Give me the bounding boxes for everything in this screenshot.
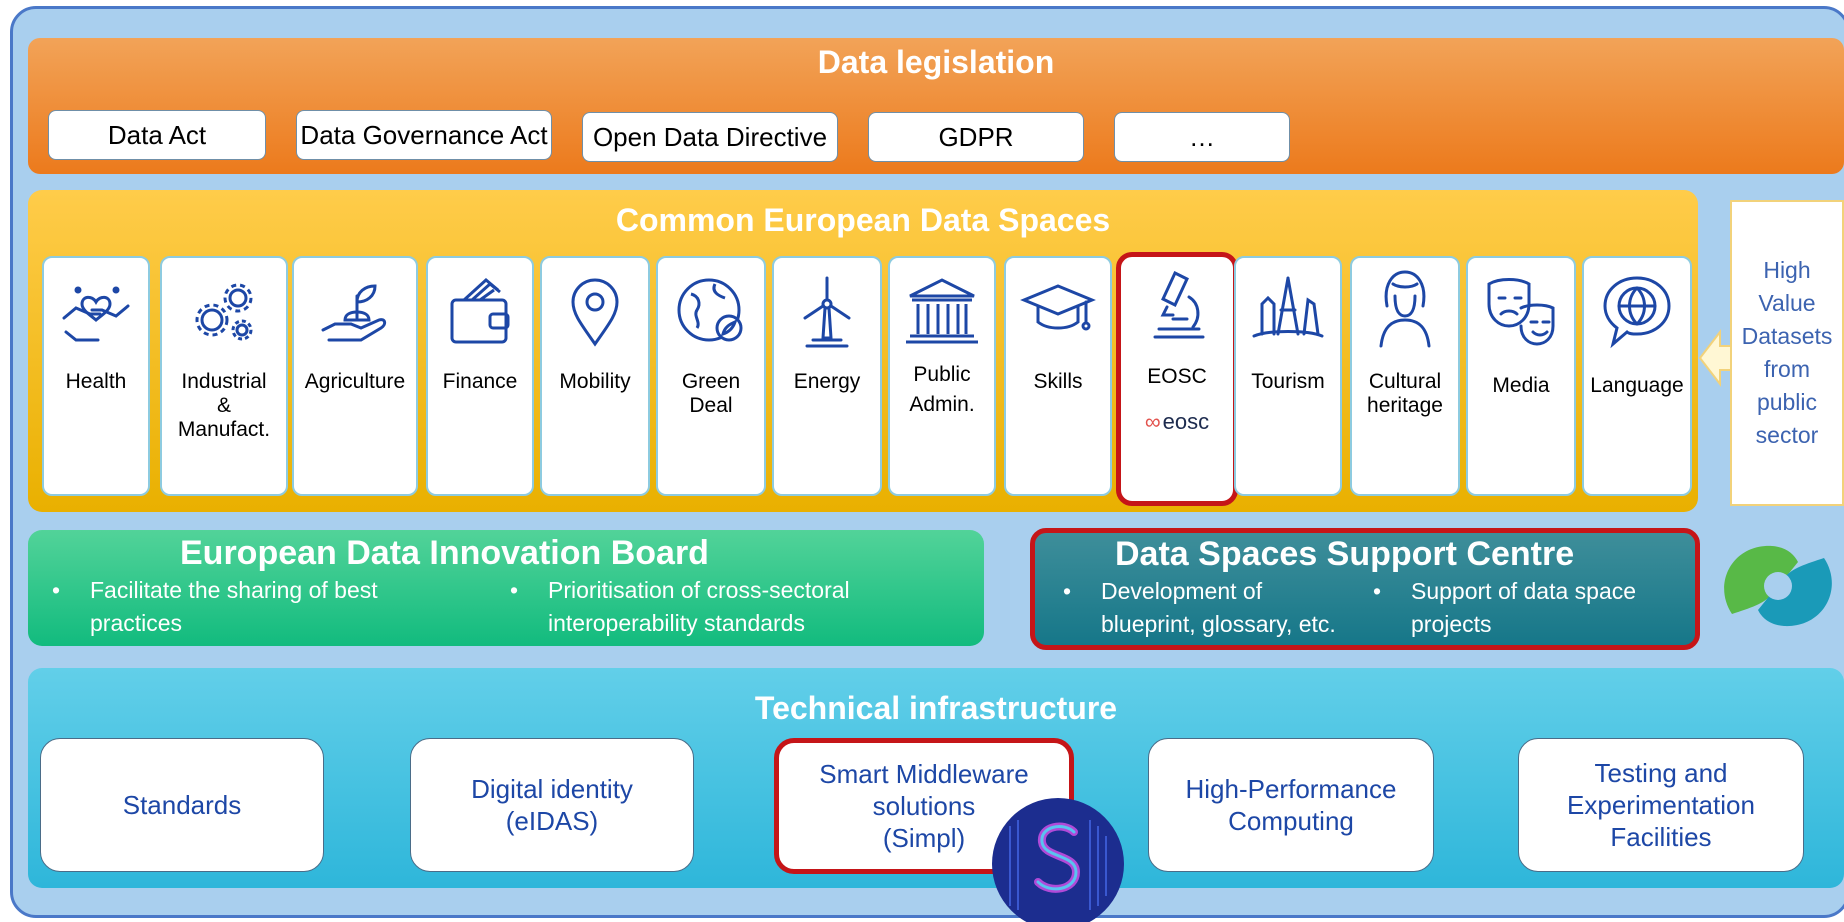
dssc-box: Data Spaces Support Centre •Development … (1030, 528, 1700, 650)
tech-item-standards: Standards (40, 738, 324, 872)
simpl-logo-icon (992, 798, 1124, 922)
high-value-datasets-text: High Value Datasets from public sector (1741, 257, 1833, 448)
data-legislation-title: Data legislation (817, 44, 1055, 80)
tile-industrial: Industrial & Manufact. (160, 256, 288, 496)
tech-item-hpc: High-Performance Computing (1148, 738, 1434, 872)
tech-item-simpl: Smart Middleware solutions (Simpl) (774, 738, 1074, 874)
tile-tourism: Tourism (1234, 256, 1342, 496)
heart-hands-icon (62, 286, 130, 342)
tech-item-testing-facilities: Testing and Experimentation Facilities (1518, 738, 1804, 872)
tile-label-mobility: Mobility (559, 370, 631, 393)
legislation-item-gdpr: GDPR (868, 112, 1084, 162)
tile-label-skills: Skills (1033, 370, 1083, 393)
tile-label-eosc: EOSC (1147, 365, 1207, 388)
bullet-dot: • (1373, 578, 1382, 604)
microscope-icon (1153, 270, 1205, 339)
public-building-icon (906, 278, 978, 344)
edib-title: European Data Innovation Board (180, 534, 709, 572)
edib-box: European Data Innovation Board •Facilita… (28, 530, 984, 646)
tile-skills: Skills (1004, 256, 1112, 496)
theater-masks-icon (1487, 278, 1555, 346)
wallet-icon (450, 278, 510, 344)
edib-bullet-1: •Facilitate the sharing of best practice… (52, 574, 378, 640)
gears-icon (195, 283, 253, 341)
tile-label-health: Health (65, 370, 127, 393)
tile-public-admin: Public Admin. (888, 256, 996, 496)
tile-energy: Energy (772, 256, 882, 496)
plant-hand-icon (321, 284, 387, 342)
high-value-datasets-box: High Value Datasets from public sector (1730, 200, 1844, 506)
data-legislation-band: Data legislation Data Act Data Governanc… (28, 38, 1844, 174)
tile-label-media: Media (1492, 374, 1550, 397)
graduation-cap-icon (1020, 284, 1096, 331)
tech-band: Technical infrastructure Standards Digit… (28, 668, 1844, 888)
dssc-bullet-2: •Support of data space projects (1373, 575, 1636, 641)
data-spaces-band: Common European Data Spaces Health Indus… (28, 190, 1698, 512)
tile-mobility: Mobility (540, 256, 650, 496)
legislation-item-data-governance-act: Data Governance Act (296, 110, 552, 160)
dssc-bullet-1: •Development of blueprint, glossary, etc… (1063, 575, 1336, 641)
legislation-item-open-data-directive: Open Data Directive (582, 112, 838, 162)
data-spaces-title: Common European Data Spaces (615, 202, 1111, 238)
bullet-dot: • (52, 577, 61, 603)
landmarks-icon (1252, 276, 1324, 338)
dssc-title: Data Spaces Support Centre (1115, 535, 1575, 573)
tech-title: Technical infrastructure (754, 690, 1118, 726)
bullet-dot: • (1063, 578, 1072, 604)
edib-bullet-2: •Prioritisation of cross-sectoral intero… (510, 574, 850, 640)
tile-cultural-heritage: Cultural heritage (1350, 256, 1460, 496)
tile-label-agriculture: Agriculture (304, 370, 406, 393)
hvd-arrow-icon (1698, 329, 1733, 387)
location-pin-icon (571, 278, 619, 347)
tile-green-deal: Green Deal (656, 256, 766, 496)
tile-label-public-admin: Public Admin. (909, 363, 975, 416)
tile-label-industrial: Industrial & Manufact. (177, 370, 271, 441)
portrait-icon (1379, 270, 1431, 348)
eosc-logo-text: eosc (1162, 409, 1210, 434)
tile-eosc: EOSC ∞eosc (1116, 252, 1238, 506)
tile-health: Health (42, 256, 150, 496)
eosc-logo: ∞eosc (1144, 409, 1210, 434)
tile-agriculture: Agriculture (292, 256, 418, 496)
wind-turbine-icon (803, 276, 851, 348)
tile-finance: Finance (426, 256, 534, 496)
tile-media: Media (1466, 256, 1576, 496)
green-globe-icon (677, 278, 743, 342)
legislation-item-more: … (1114, 112, 1290, 162)
tile-label-language: Language (1590, 374, 1684, 397)
tile-label-cultural-heritage: Cultural heritage (1367, 370, 1443, 417)
tile-label-tourism: Tourism (1251, 370, 1325, 393)
tile-label-finance: Finance (442, 370, 518, 393)
tile-language: Language (1582, 256, 1692, 496)
bullet-dot: • (510, 577, 519, 603)
speech-globe-icon (1603, 276, 1671, 349)
legislation-item-data-act: Data Act (48, 110, 266, 160)
tile-label-green-deal: Green Deal (681, 370, 741, 417)
tile-label-energy: Energy (793, 370, 861, 393)
dssc-logo-icon (1724, 545, 1832, 627)
tech-item-digital-identity: Digital identity (eIDAS) (410, 738, 694, 872)
